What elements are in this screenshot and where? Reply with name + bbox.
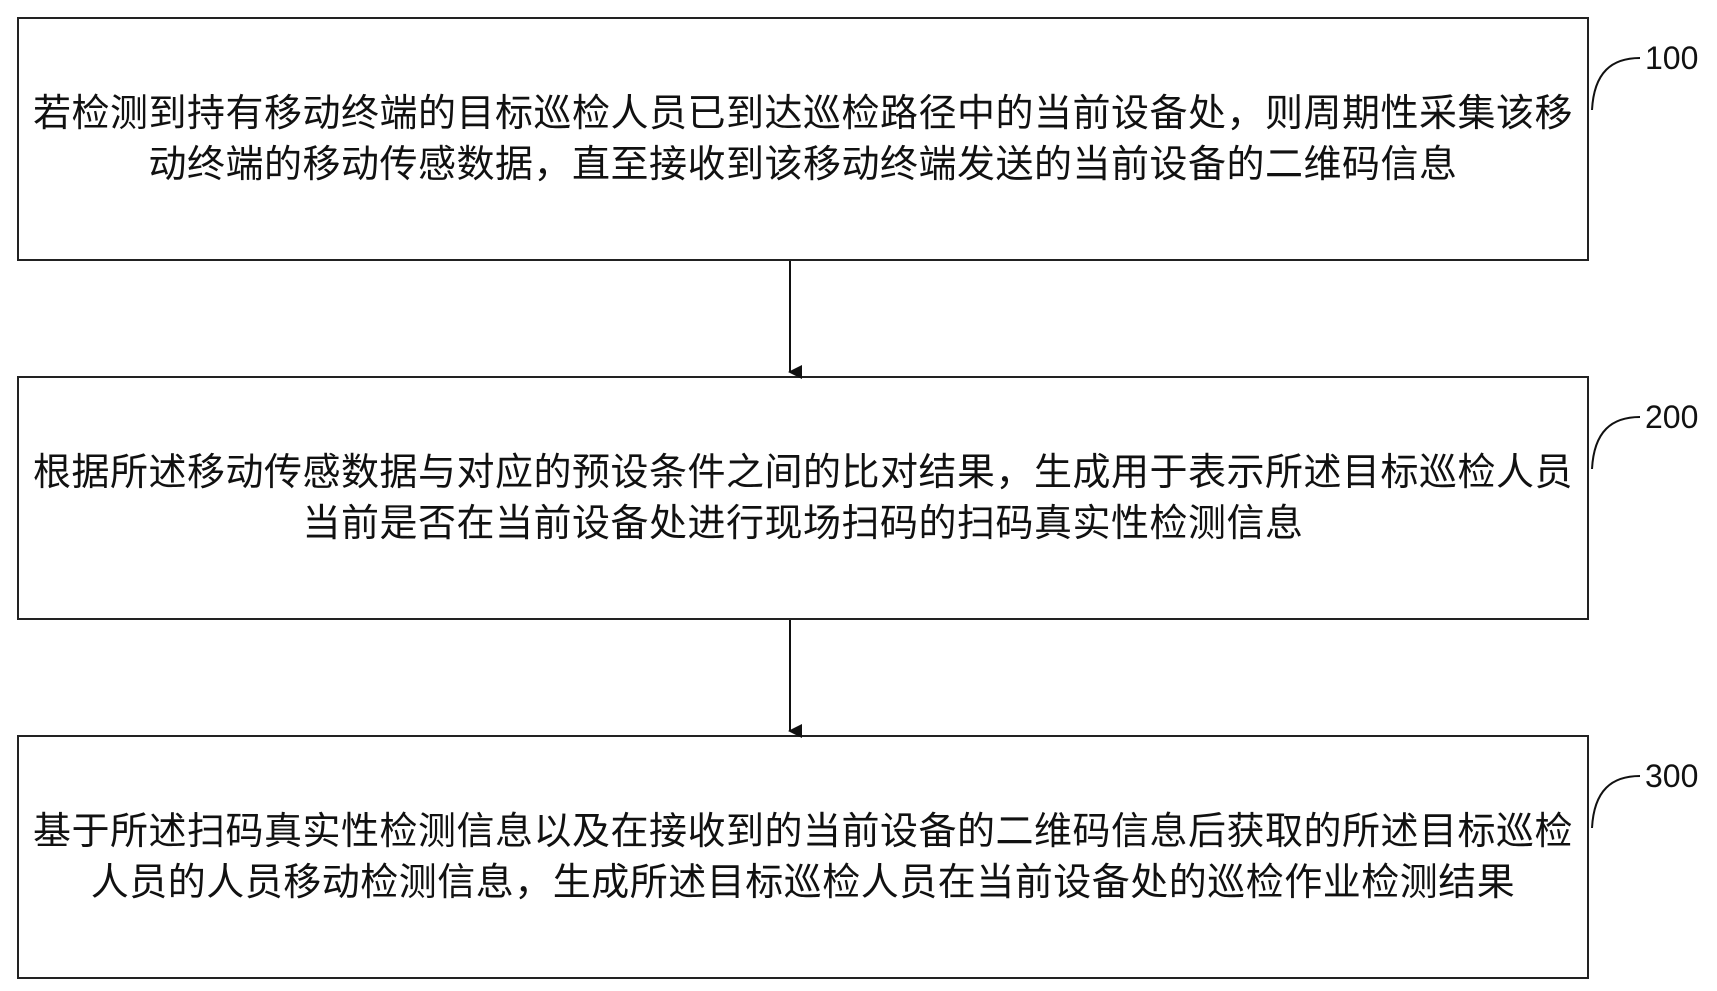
step-number-100: 100 (1645, 40, 1699, 76)
step-text-100: 若检测到持有移动终端的目标巡检人员已到达巡检路径中的当前设备处，则周期性采集该移… (33, 91, 1574, 186)
leader-line-200 (1591, 416, 1641, 470)
step-text-200: 根据所述移动传感数据与对应的预设条件之间的比对结果，生成用于表示所述目标巡检人员… (33, 450, 1574, 545)
leader-line-100 (1591, 57, 1641, 111)
step-text-300: 基于所述扫码真实性检测信息以及在接收到的当前设备的二维码信息后获取的所述目标巡检… (33, 809, 1574, 904)
step-number-200: 200 (1645, 399, 1699, 435)
step-number-300: 300 (1645, 758, 1699, 794)
step-box-100: 若检测到持有移动终端的目标巡检人员已到达巡检路径中的当前设备处，则周期性采集该移… (17, 17, 1589, 261)
leader-line-300 (1591, 775, 1641, 829)
step-box-300: 基于所述扫码真实性检测信息以及在接收到的当前设备的二维码信息后获取的所述目标巡检… (17, 735, 1589, 979)
step-box-200: 根据所述移动传感数据与对应的预设条件之间的比对结果，生成用于表示所述目标巡检人员… (17, 376, 1589, 620)
